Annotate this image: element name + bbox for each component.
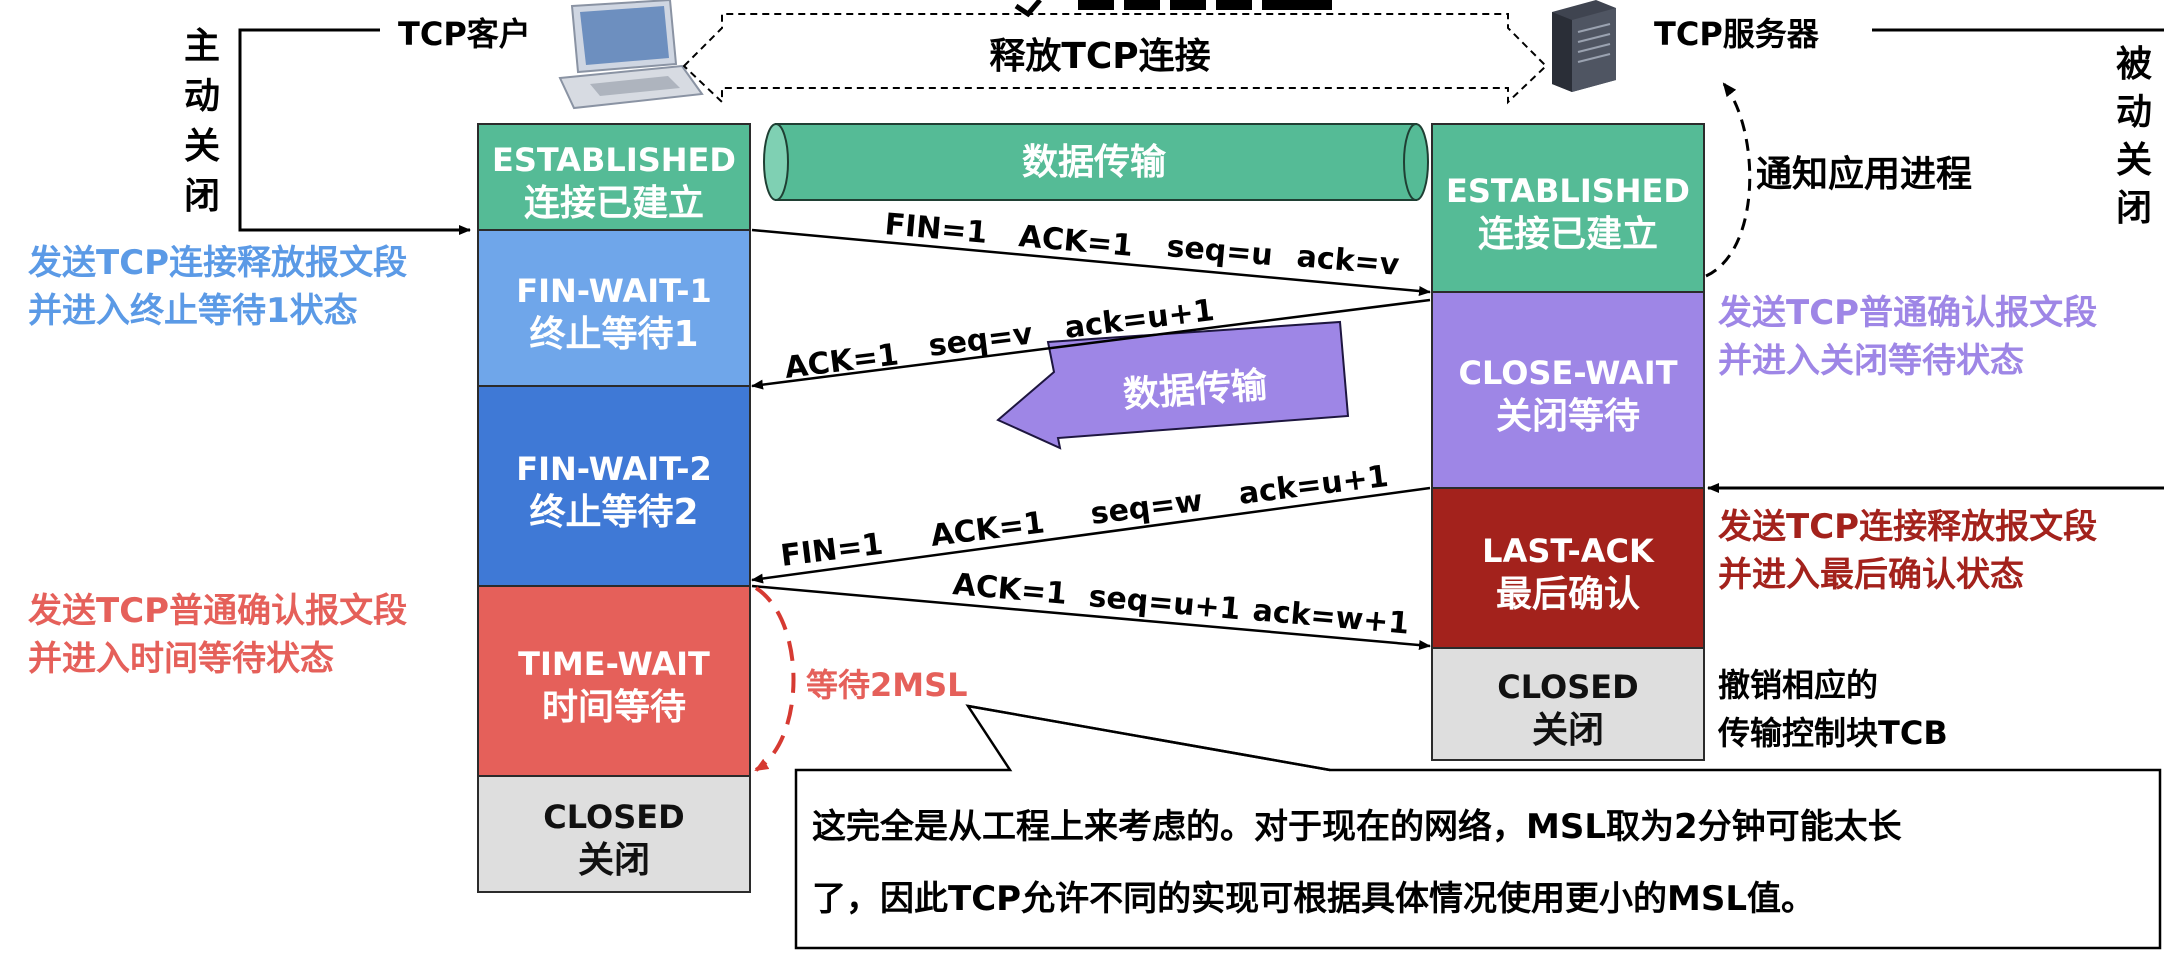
- client-state-en-closed: CLOSED: [543, 798, 684, 836]
- client-label: TCP客户: [398, 15, 531, 53]
- wait-2msl-arc: [754, 586, 796, 772]
- svg-text:被: 被: [2116, 44, 2152, 85]
- client-state-time-wait: [477, 585, 751, 777]
- seg1-ack: ACK=1: [1017, 219, 1134, 264]
- client-state-en-fin-wait-2: FIN-WAIT-2: [516, 450, 712, 488]
- client-state-cn-closed: 关闭: [578, 840, 650, 881]
- left-annot-1-line2: 并进入终止等待1状态: [28, 291, 358, 331]
- server-state-en-closed: CLOSED: [1497, 668, 1638, 706]
- server-state-en-last-ack: LAST-ACK: [1482, 532, 1655, 570]
- server-state-last-ack: [1431, 487, 1705, 649]
- client-state-cn-established: 连接已建立: [524, 183, 704, 224]
- svg-text:关: 关: [2116, 140, 2152, 181]
- client-state-fin-wait-2: [477, 385, 751, 587]
- edit-icon: [1014, 0, 1332, 18]
- release-arrow: [682, 13, 1548, 105]
- svg-text:关: 关: [184, 126, 220, 167]
- seg2-seq: seq=v: [927, 316, 1035, 364]
- left-annot-2-line2: 并进入时间等待状态: [28, 639, 334, 679]
- right-annot-3-line1: 撤销相应的: [1718, 666, 1878, 704]
- laptop-icon: [558, 0, 704, 110]
- seg3-fin: FIN=1: [779, 527, 885, 574]
- data-transfer-label-1: 数据传输: [1022, 142, 1167, 183]
- active-close-line: [238, 28, 471, 235]
- seg2-arrow: [751, 298, 1431, 390]
- passive-close-label: 被 动 关 闭: [2116, 44, 2152, 229]
- server-state-cn-close-wait: 关闭等待: [1496, 396, 1640, 437]
- seg1-ackn: ack=v: [1295, 239, 1401, 283]
- client-state-cn-time-wait: 时间等待: [542, 687, 686, 728]
- data-transfer-cylinder: [763, 123, 1429, 201]
- right-annot-2-line2: 并进入最后确认状态: [1718, 555, 2024, 595]
- server-state-en-established: ESTABLISHED: [1446, 172, 1690, 210]
- data-transfer-arrow: [996, 320, 1350, 450]
- svg-text:动: 动: [184, 76, 220, 117]
- seg3-arrow: [751, 486, 1431, 584]
- data-transfer-label-2: 数据传输: [1122, 365, 1270, 416]
- client-state-cn-fin-wait-1: 终止等待1: [529, 314, 698, 355]
- server-state-cn-closed: 关闭: [1532, 710, 1604, 751]
- client-state-fin-wait-1: [477, 229, 751, 387]
- release-label: 释放TCP连接: [989, 36, 1210, 77]
- notify-label: 通知应用进程: [1756, 154, 1972, 195]
- seg1-seq: seq=u: [1165, 229, 1274, 273]
- svg-text:动: 动: [2116, 92, 2152, 133]
- seg4-seq: seq=u+1: [1087, 579, 1242, 627]
- server-icon: [1552, 0, 1616, 92]
- note-callout: [794, 704, 2162, 950]
- seg4-arrow: [751, 584, 1431, 651]
- left-annot-1-line1: 发送TCP连接释放报文段: [28, 243, 407, 283]
- right-annot-2-line1: 发送TCP连接释放报文段: [1718, 507, 2097, 547]
- svg-text:闭: 闭: [184, 176, 220, 217]
- server-state-cn-last-ack: 最后确认: [1496, 574, 1640, 615]
- wait-2msl-label: 等待2MSL: [806, 666, 968, 704]
- client-state-established: [477, 123, 751, 231]
- note-line-2: 了，因此TCP允许不同的实现可根据具体情况使用更小的MSL值。: [812, 879, 1815, 919]
- right-annot-3-line2: 传输控制块TCB: [1717, 714, 1948, 752]
- client-state-en-time-wait: TIME-WAIT: [518, 645, 710, 683]
- client-state-en-fin-wait-1: FIN-WAIT-1: [516, 272, 712, 310]
- client-state-column: ESTABLISHED 连接已建立 FIN-WAIT-1 终止等待1FIN-WAIT-…: [477, 123, 751, 893]
- server-state-column: ESTABLISHED 连接已建立 CLOSE-WAIT 关闭等待 LAST-ACK 最后…: [1431, 123, 1705, 761]
- active-close-label: 主 动 关 闭: [184, 26, 220, 217]
- right-annot-1-line1: 发送TCP普通确认报文段: [1718, 293, 2097, 333]
- left-annot-2-line1: 发送TCP普通确认报文段: [28, 591, 407, 631]
- svg-text:主: 主: [184, 26, 220, 67]
- seg3-ack: ACK=1: [929, 505, 1047, 554]
- server-state-cn-established: 连接已建立: [1478, 214, 1658, 255]
- seg1-arrow: [751, 228, 1431, 296]
- note-line-1: 这完全是从工程上来考虑的。对于现在的网络，MSL取为2分钟可能太长: [812, 807, 1902, 847]
- notify-arrow: [1705, 82, 1752, 278]
- client-state-en-established: ESTABLISHED: [492, 141, 736, 179]
- client-state-cn-fin-wait-2: 终止等待2: [529, 492, 698, 533]
- server-label: TCP服务器: [1654, 15, 1820, 53]
- client-state-closed: [477, 775, 751, 893]
- svg-text:闭: 闭: [2116, 188, 2152, 229]
- seg2-ack: ACK=1: [783, 337, 901, 386]
- right-annot-1-line2: 并进入关闭等待状态: [1718, 341, 2024, 381]
- seg4-ackn: ack=w+1: [1251, 593, 1410, 642]
- server-state-closed: [1431, 647, 1705, 761]
- server-state-en-close-wait: CLOSE-WAIT: [1458, 354, 1677, 392]
- seg3-seq: seq=w: [1089, 483, 1205, 531]
- server-state-established: [1431, 123, 1705, 293]
